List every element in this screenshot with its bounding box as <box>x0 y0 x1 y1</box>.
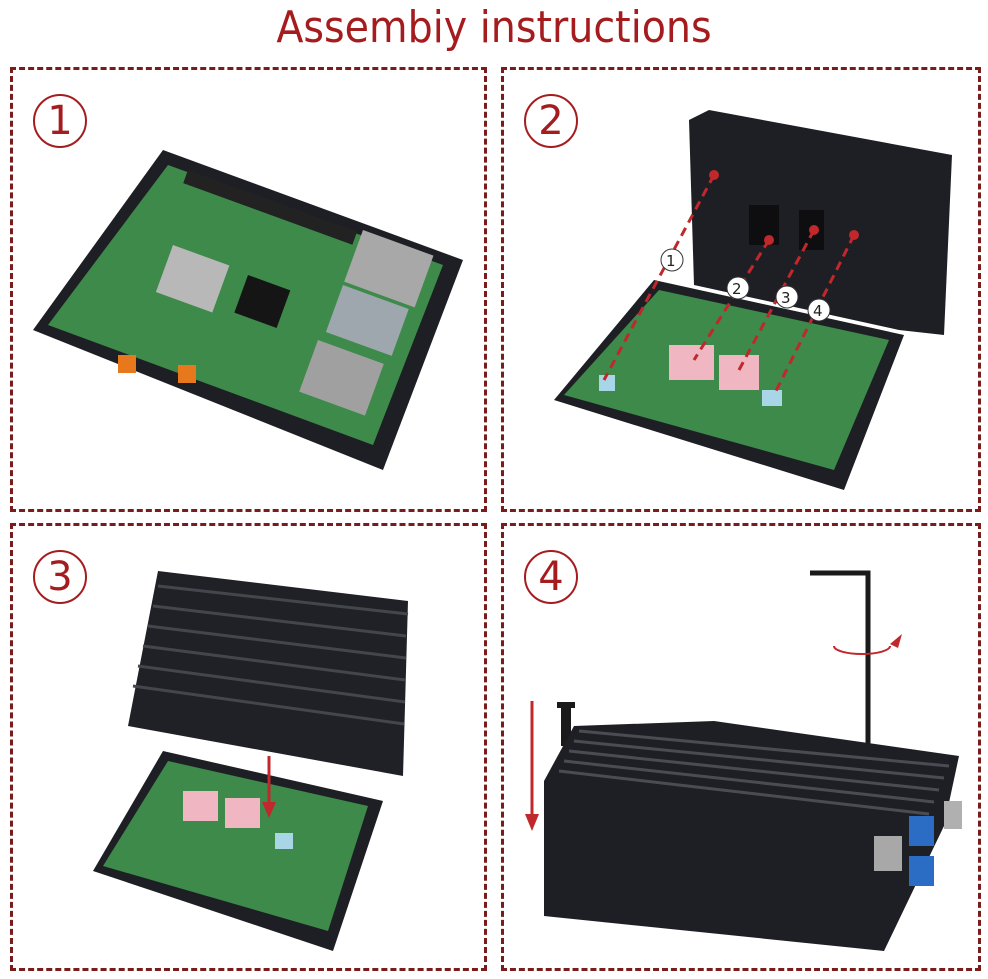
step-1-panel: 1 <box>10 67 487 512</box>
step-3-panel: 3 <box>10 523 487 971</box>
callout-4: 4 <box>813 302 823 320</box>
step-number: 1 <box>33 94 87 148</box>
page-title: Assembiy instructions <box>276 2 712 53</box>
callout-2: 2 <box>732 280 742 298</box>
step-number: 2 <box>524 94 578 148</box>
screw-fastening-illustration <box>525 570 962 951</box>
thermal-pads-and-case-top-illustration: 1 2 3 4 <box>554 110 952 490</box>
heatsink-lid-placement-illustration <box>93 571 409 951</box>
raspberry-pi-in-case-base-illustration <box>33 150 463 470</box>
step-2-panel: 2 1 2 3 4 <box>501 67 981 512</box>
step-number: 4 <box>524 550 578 604</box>
callout-3: 3 <box>781 289 791 307</box>
step-4-panel: 4 <box>501 523 981 971</box>
callout-1: 1 <box>666 252 676 270</box>
step-number: 3 <box>33 550 87 604</box>
